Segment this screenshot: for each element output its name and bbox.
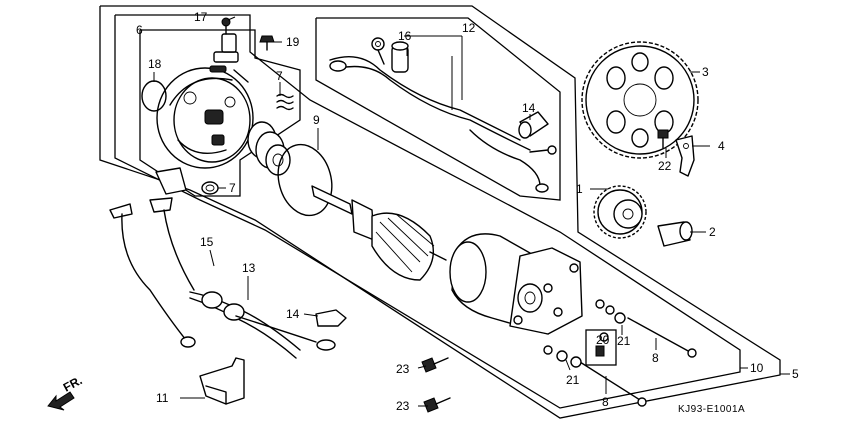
frame-12 — [315, 17, 561, 201]
callout-3: 3 — [702, 65, 709, 79]
bolt-22 — [657, 129, 669, 149]
wire-harness-12 — [329, 37, 557, 193]
front-arrow-icon — [47, 391, 75, 411]
bearing-stack — [247, 121, 291, 176]
callout-9: 9 — [313, 113, 320, 127]
callout-5: 5 — [792, 367, 799, 381]
callout-8-lower: 8 — [602, 395, 609, 409]
shaft-2 — [657, 221, 693, 247]
callout-23-upper: 23 — [396, 362, 410, 376]
callout-4: 4 — [718, 139, 725, 153]
callout-22: 22 — [658, 159, 672, 173]
callout-12: 12 — [462, 21, 476, 35]
through-bolt-lower — [579, 361, 647, 407]
callout-18: 18 — [148, 57, 162, 71]
boot-14-lower — [315, 309, 347, 327]
callout-17: 17 — [194, 10, 208, 24]
callout-1: 1 — [576, 182, 583, 196]
callout-16: 16 — [398, 29, 412, 43]
driven-sprocket-3 — [581, 41, 699, 159]
callout-21-upper: 21 — [617, 334, 631, 348]
brush-spring-upper — [276, 93, 294, 111]
frame-10 — [114, 14, 741, 409]
bracket-11 — [199, 357, 245, 405]
callout-21-lower: 21 — [566, 373, 580, 387]
callout-14-lower: 14 — [286, 307, 300, 321]
rear-cover-assembly — [156, 33, 254, 169]
callout-14-upper: 14 — [522, 101, 536, 115]
frame-20 — [585, 329, 617, 366]
leader-lines — [148, 16, 790, 407]
screw-19 — [259, 35, 275, 51]
reduction-gear-1 — [593, 185, 647, 239]
callout-7-upper: 7 — [276, 69, 283, 83]
callout-10: 10 — [750, 361, 764, 375]
callout-13: 13 — [242, 261, 256, 275]
bolt-23-lower — [423, 397, 451, 413]
washers-21 — [543, 299, 626, 368]
callout-20: 20 — [596, 333, 610, 347]
callout-15: 15 — [200, 235, 214, 249]
screw-17 — [221, 17, 231, 35]
front-label: FR. — [61, 373, 85, 394]
callout-8-upper: 8 — [652, 351, 659, 365]
cap-16 — [391, 41, 409, 73]
callout-2: 2 — [709, 225, 716, 239]
o-ring-9 — [277, 143, 333, 217]
callout-19: 19 — [286, 35, 300, 49]
bracket-4 — [675, 135, 695, 177]
callout-6: 6 — [136, 23, 143, 37]
callout-labels: 1 2 3 4 5 6 7 7 8 8 9 10 11 12 13 14 14 … — [136, 10, 799, 413]
motor-case — [449, 233, 583, 335]
boot-14-upper — [518, 111, 549, 139]
bolt-23-upper — [421, 357, 449, 373]
through-bolt-upper — [627, 317, 697, 358]
cable-15 — [109, 167, 196, 348]
bolt-20 — [595, 332, 609, 357]
drawing-code: KJ93-E1001A — [678, 404, 745, 415]
armature — [311, 185, 447, 281]
callout-23-lower: 23 — [396, 399, 410, 413]
callout-7-lower: 7 — [229, 181, 236, 195]
front-direction-indicator: FR. — [47, 373, 85, 411]
cable-13 — [189, 291, 336, 359]
callout-11: 11 — [156, 391, 169, 405]
brush-spring-lower — [201, 181, 219, 195]
